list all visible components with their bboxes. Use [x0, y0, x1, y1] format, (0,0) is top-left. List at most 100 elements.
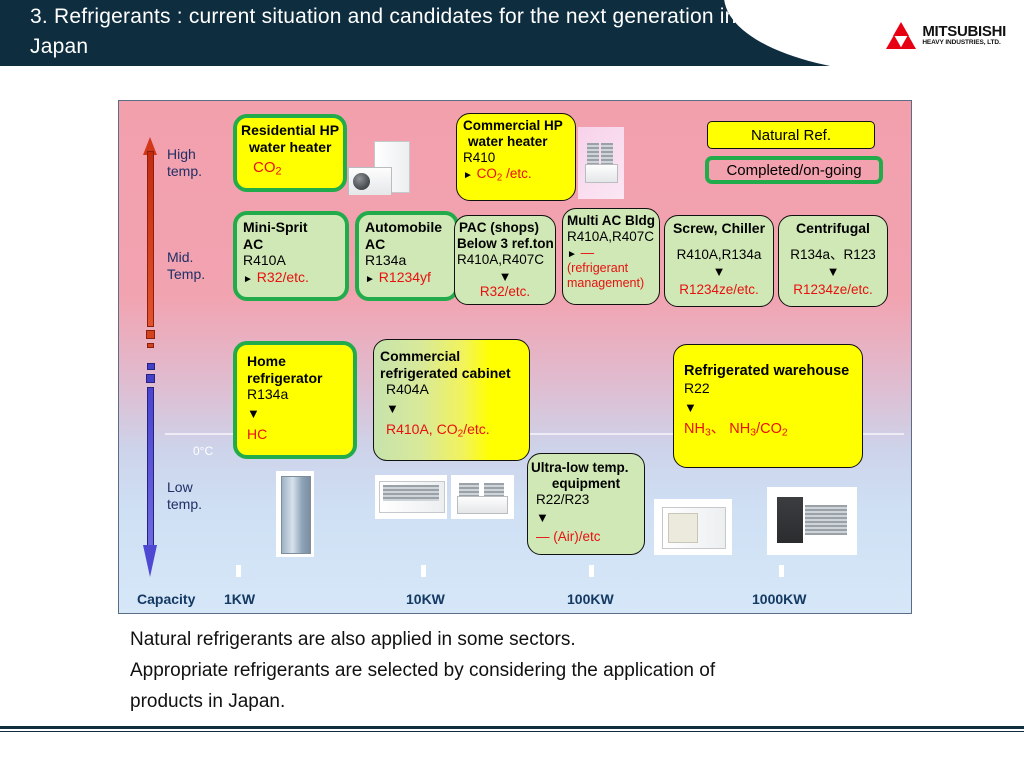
automobile-title: Automobile: [365, 219, 442, 235]
box-commercial-hp[interactable]: Commercial HP water heater R410 ► CO2 /e…: [456, 113, 576, 201]
screw-chiller-current: R410A,R134a: [676, 246, 762, 262]
capacity-label-1kw: 1KW: [224, 591, 256, 607]
commercial-cabinet-title: Commercial: [380, 348, 461, 364]
page-title: 3. Refrigerants : current situation and …: [30, 5, 737, 58]
capacity-label-1000kw: 1000KW: [752, 591, 807, 607]
screw-chiller-title: Screw, Chiller: [672, 220, 766, 236]
screw-chiller-future: R1234ze/etc.: [679, 281, 759, 297]
ultra-low-title2: equipment: [551, 475, 621, 491]
home-refrigerator-future: HC: [247, 425, 268, 442]
box-automobile-ac[interactable]: Automobile AC R134a ► R1234yf: [355, 211, 459, 301]
box-screw-chiller[interactable]: Screw, Chiller R410A,R134a ▼ R1234ze/etc…: [664, 215, 774, 307]
refrigerated-warehouse-title: Refrigerated warehouse: [684, 363, 850, 379]
commercial-cabinet-title2: refrigerated cabinet: [380, 364, 511, 381]
refrigerator-body: [281, 476, 311, 554]
capacity-tick-1000kw: [779, 565, 784, 577]
caption-line-2: Appropriate refrigerants are selected by…: [130, 660, 716, 681]
multi-ac-current: R410A,R407C: [567, 228, 655, 244]
low-temperature-arrow-icon: [143, 363, 157, 577]
multi-ac-note1: (refrigerant: [567, 260, 629, 275]
pac-title: PAC (shops): [459, 220, 539, 235]
axis-label-high-temp: High temp.: [167, 146, 203, 179]
capacity-axis-title: Capacity: [137, 591, 196, 607]
capacity-tick-100kw: [589, 565, 594, 577]
ultra-low-title: Ultra-low temp.: [531, 460, 629, 475]
mitsubishi-heavy-industries-logo: MITSUBISHI HEAVY INDUSTRIES, LTD.: [886, 20, 1006, 50]
capacity-label-10kw: 10KW: [406, 591, 445, 607]
box-home-refrigerator[interactable]: Home refrigerator R134a ▼ HC: [233, 341, 357, 459]
residential-hp-title: Residential HP: [241, 122, 340, 138]
multi-ac-future: —: [580, 244, 595, 260]
automobile-current: R134a: [365, 252, 407, 269]
footer-rule-thick: [0, 726, 1024, 729]
refrigerated-warehouse-transition-arrow-icon: ▼: [684, 399, 697, 415]
showcase-shelves: [383, 485, 439, 501]
home-refrigerator-transition-arrow-icon: ▼: [247, 405, 260, 421]
axis-label-mid-temp: Mid. Temp.: [167, 249, 206, 282]
centrifugal-transition-arrow-icon: ▼: [826, 264, 840, 280]
commercial-unit-body: [585, 164, 618, 183]
box-commercial-refrigerated-cabinet[interactable]: Commercial refrigerated cabinet R404A ▼ …: [373, 339, 530, 461]
mini-split-current: R410A: [243, 252, 286, 269]
caption-line-3: products in Japan.: [130, 691, 286, 712]
capacity-tick-1kw: [236, 565, 241, 577]
condensing-grill-left: [459, 483, 479, 497]
multi-ac-title: Multi AC Bldg: [567, 213, 655, 228]
compressor-dark-body: [777, 497, 803, 543]
axis-label-zero-celsius: 0°C: [193, 444, 214, 458]
condenser-grill-left: [587, 143, 599, 165]
commercial-hp-title: Commercial HP: [463, 118, 563, 133]
ultra-low-temp-chamber-photo: [654, 499, 732, 555]
box-refrigerated-warehouse[interactable]: Refrigerated warehouse R22 ▼ NH3、 NH3/CO…: [673, 344, 863, 468]
logo-subtext: HEAVY INDUSTRIES, LTD.: [922, 38, 1001, 46]
ultra-low-current: R22/R23: [536, 491, 590, 507]
box-ultra-low-temp-equipment[interactable]: Ultra-low temp. equipment R22/R23 ▼ — (A…: [527, 453, 645, 555]
logo-wordmark: MITSUBISHI: [922, 22, 1006, 40]
refrigerated-showcase-photo: [375, 475, 447, 519]
centrifugal-title: Centrifugal: [796, 220, 870, 236]
slide-caption: Natural refrigerants are also applied in…: [130, 624, 960, 717]
centrifugal-current: R134a、R123: [790, 246, 876, 262]
residential-hp-title2: water heater: [249, 138, 332, 155]
ammonia-compressor-photo: [767, 487, 857, 555]
ultra-low-transition-arrow-icon: ▼: [536, 509, 549, 525]
home-refrigerator-title: Home: [247, 353, 286, 369]
pac-current: R410A,R407C: [457, 251, 545, 267]
refrigerated-warehouse-future: NH3、 NH3/CO2: [684, 420, 788, 439]
home-refrigerator-title2: refrigerator: [247, 369, 323, 386]
pac-future: R32/etc.: [479, 284, 531, 300]
caption-line-1: Natural refrigerants are also applied in…: [130, 629, 576, 650]
mini-split-future: R32/etc.: [256, 268, 309, 285]
slide-header: 3. Refrigerants : current situation and …: [0, 0, 1024, 66]
footer-rule-thin: [0, 731, 1024, 732]
commercial-cabinet-transition-arrow-icon: ▼: [386, 400, 399, 416]
box-mini-split-ac[interactable]: Mini-Sprit AC R410A ► R32/etc.: [233, 211, 349, 301]
condenser-grill-right: [601, 143, 613, 165]
capacity-label-100kw: 100KW: [567, 591, 614, 607]
commercial-hp-future: CO2 /etc.: [476, 165, 532, 184]
outdoor-unit-fan: [353, 173, 370, 190]
chamber-door: [668, 513, 698, 543]
home-refrigerator-photo: [276, 471, 314, 557]
box-residential-hp[interactable]: Residential HP water heater CO2: [233, 114, 347, 192]
high-temperature-arrow-icon: [143, 137, 157, 348]
box-centrifugal[interactable]: Centrifugal R134a、R123 ▼ R1234ze/etc.: [778, 215, 888, 307]
box-pac-shops[interactable]: PAC (shops) Below 3 ref.ton R410A,R407C …: [454, 215, 556, 305]
legend-completed-on-going: Completed/on-going: [705, 156, 883, 184]
mitsubishi-three-diamonds-icon: [886, 21, 917, 49]
screw-chiller-transition-arrow-icon: ▼: [712, 264, 726, 280]
automobile-future: R1234yf: [378, 268, 431, 285]
commercial-hp-current: R410: [463, 149, 496, 165]
automobile-title2: AC: [365, 235, 386, 252]
axis-label-low-temp: Low temp.: [167, 479, 203, 512]
condensing-units-photo: [451, 475, 514, 519]
commercial-hp-title2: water heater: [468, 133, 548, 149]
refrigerated-warehouse-current: R22: [684, 380, 710, 397]
commercial-heatpump-photo: [578, 127, 624, 199]
residential-hp-future: CO2: [253, 159, 282, 178]
ultra-low-future: — (Air)/etc: [536, 529, 601, 545]
refrigerant-application-map: High temp. Mid. Temp. Low temp. 0°C Capa…: [118, 100, 912, 614]
box-multi-ac-bldg[interactable]: Multi AC Bldg R410A,R407C ► — (refrigera…: [562, 208, 660, 305]
pac-title2: Below 3 ref.ton: [457, 235, 554, 251]
residential-heatpump-photo: [346, 137, 414, 195]
